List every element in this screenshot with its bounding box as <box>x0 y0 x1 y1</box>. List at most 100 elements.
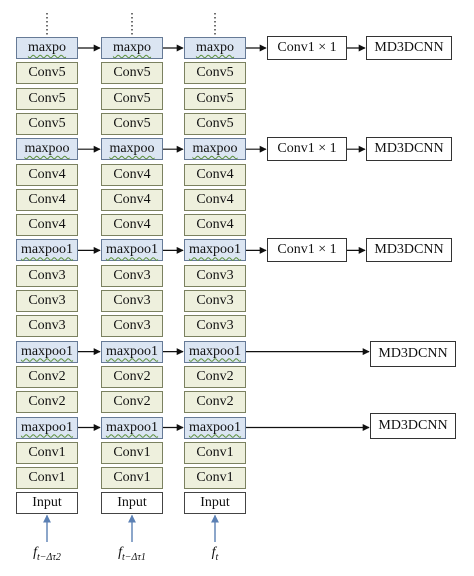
conv-block-label: Conv5 <box>196 65 234 81</box>
conv-block: Conv2 <box>184 391 246 414</box>
feature-symbol: f <box>118 545 122 560</box>
feature-subscript: t <box>215 551 219 563</box>
conv-block-label: Conv1 <box>28 470 66 486</box>
maxpool-block-label: maxpoo1 <box>20 419 74 435</box>
conv-block: Conv5 <box>101 112 163 135</box>
conv-block-label: Conv2 <box>28 394 66 410</box>
conv-block: Conv2 <box>184 365 246 388</box>
conv-block: Conv4 <box>16 188 78 211</box>
md3dcnn-block: MD3DCNN <box>366 238 452 263</box>
maxpool-block-label: maxpoo1 <box>20 343 74 359</box>
conv-block: Conv3 <box>101 264 163 287</box>
conv-block-label: Conv3 <box>113 267 151 283</box>
conv-block-label: Conv4 <box>113 191 151 207</box>
conv-block-label: Conv4 <box>113 217 151 233</box>
conv-block-label: Conv4 <box>28 166 66 182</box>
maxpool-block-label: maxpoo <box>109 141 155 157</box>
conv-block-label: Conv4 <box>28 217 66 233</box>
maxpool-block: maxpoo1 <box>184 239 246 262</box>
conv-block-label: Conv1 <box>113 470 151 486</box>
conv-block: Conv5 <box>101 87 163 110</box>
feature-symbol: f <box>33 545 37 560</box>
conv-block-label: Conv3 <box>196 293 234 308</box>
conv-block-label: Conv2 <box>113 368 151 384</box>
maxpool-block: maxpo <box>184 37 246 59</box>
maxpool-block: maxpoo <box>101 138 163 161</box>
conv-block-label: Conv3 <box>196 318 234 334</box>
input-block-label: Input <box>32 495 62 511</box>
maxpool-block-label: maxpo <box>27 40 67 55</box>
md3dcnn-block-label: MD3DCNN <box>378 417 448 433</box>
conv-block: Conv4 <box>16 163 78 186</box>
conv1x1-block: Conv1 × 1 <box>267 36 347 60</box>
conv-block: Conv3 <box>184 290 246 312</box>
conv-block: Conv5 <box>101 62 163 85</box>
conv-block-label: Conv5 <box>196 115 234 131</box>
conv-block: Conv5 <box>184 62 246 85</box>
conv-block: Conv5 <box>16 62 78 85</box>
maxpool-block: maxpo <box>101 37 163 59</box>
conv-block-label: Conv3 <box>28 267 66 283</box>
conv-block: Conv5 <box>16 112 78 135</box>
feature-label: ft−Δτ2 <box>33 545 61 563</box>
conv-block: Conv2 <box>101 391 163 414</box>
conv-block: Conv4 <box>184 163 246 186</box>
conv-block: Conv2 <box>16 391 78 414</box>
conv-block-label: Conv5 <box>196 90 234 106</box>
conv-block: Conv4 <box>16 214 78 237</box>
conv1x1-block-label: Conv1 × 1 <box>277 242 337 258</box>
conv-block-label: Conv4 <box>196 191 234 207</box>
input-block: Input <box>16 492 78 515</box>
conv-block: Conv3 <box>16 290 78 312</box>
md3dcnn-block-label: MD3DCNN <box>374 40 444 55</box>
md3dcnn-block-label: MD3DCNN <box>374 242 444 258</box>
conv-block-label: Conv5 <box>28 65 66 81</box>
conv-block: Conv1 <box>101 467 163 490</box>
conv1x1-block: Conv1 × 1 <box>267 238 347 263</box>
conv-block-label: Conv2 <box>196 394 234 410</box>
feature-label: ft−Δτ1 <box>118 545 146 563</box>
conv-block-label: Conv4 <box>196 166 234 182</box>
conv-block: Conv1 <box>16 441 78 464</box>
conv-block-label: Conv2 <box>196 368 234 384</box>
conv-block-label: Conv5 <box>28 115 66 131</box>
maxpool-block: maxpoo <box>16 138 78 161</box>
maxpool-block: maxpoo1 <box>184 340 246 363</box>
maxpool-block-label: maxpoo1 <box>188 343 242 359</box>
maxpool-block-label: maxpoo1 <box>105 419 159 435</box>
conv-block-label: Conv4 <box>28 191 66 207</box>
maxpool-block-label: maxpoo1 <box>105 242 159 258</box>
conv-block: Conv3 <box>101 290 163 312</box>
conv-block-label: Conv5 <box>28 90 66 106</box>
conv-block: Conv5 <box>16 87 78 110</box>
md3dcnn-block: MD3DCNN <box>366 36 452 60</box>
conv-block: Conv1 <box>101 441 163 464</box>
maxpool-block: maxpoo1 <box>101 340 163 363</box>
conv-block-label: Conv3 <box>28 293 66 308</box>
conv-block-label: Conv4 <box>196 217 234 233</box>
feature-subscript: t−Δτ2 <box>36 551 61 563</box>
md3dcnn-block-label: MD3DCNN <box>374 141 444 157</box>
conv-block-label: Conv5 <box>113 90 151 106</box>
maxpool-block: maxpoo <box>184 138 246 161</box>
conv-block: Conv5 <box>184 112 246 135</box>
md3dcnn-block-label: MD3DCNN <box>378 345 448 361</box>
conv-block: Conv4 <box>101 188 163 211</box>
conv-block: Conv2 <box>16 365 78 388</box>
input-block: Input <box>101 492 163 515</box>
conv-block: Conv4 <box>101 163 163 186</box>
conv-block: Conv4 <box>184 188 246 211</box>
md3dcnn-block: MD3DCNN <box>370 340 456 367</box>
maxpool-block-label: maxpoo1 <box>188 419 242 435</box>
conv-block: Conv3 <box>16 315 78 338</box>
maxpool-block: maxpoo1 <box>101 416 163 439</box>
conv-block-label: Conv1 <box>196 444 234 460</box>
conv-block-label: Conv5 <box>113 115 151 131</box>
conv-block: Conv4 <box>101 214 163 237</box>
conv-block: Conv3 <box>184 264 246 287</box>
conv-block: Conv3 <box>101 315 163 338</box>
maxpool-block-label: maxpoo1 <box>188 242 242 258</box>
conv-block: Conv1 <box>184 467 246 490</box>
md3dcnn-block: MD3DCNN <box>366 137 452 162</box>
